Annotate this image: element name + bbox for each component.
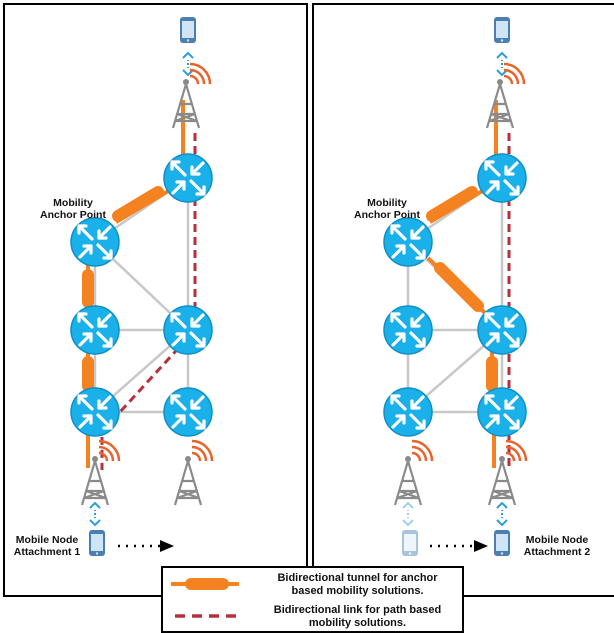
router-icon (382, 304, 434, 356)
router-icon (162, 386, 214, 438)
mobile-phone-icon (180, 17, 196, 43)
router-icon (162, 152, 214, 204)
cell-tower-icon (485, 62, 526, 130)
router-icon (476, 386, 528, 438)
router-icon (69, 304, 121, 356)
movement-arrow (430, 540, 488, 552)
right-tunnels (426, 100, 498, 468)
movement-arrow (118, 540, 174, 552)
network-diagram (69, 17, 528, 556)
cell-tower-icon (173, 439, 214, 507)
cell-tower-icon (171, 62, 212, 130)
scenario-path-panel (312, 3, 614, 597)
double-arrow-icon (89, 502, 101, 526)
router-icon (69, 216, 121, 268)
cell-tower-icon (393, 439, 434, 507)
legend-tunnel-text: Bidirectional tunnel for anchor based mo… (277, 572, 438, 597)
mobile-phone-icon (494, 530, 510, 556)
router-icon (476, 152, 528, 204)
mobile-phone-icon (89, 530, 105, 556)
anchor-label-left: Mobility Anchor Point (40, 197, 106, 221)
router-icon (476, 304, 528, 356)
double-arrow-icon (496, 502, 508, 526)
router-icon (69, 386, 121, 438)
double-arrow-icon (402, 502, 414, 526)
router-icon (382, 216, 434, 268)
router-icon (382, 386, 434, 438)
left-tunnels (82, 100, 185, 468)
legend-swatches (171, 578, 241, 618)
router-icon (162, 304, 214, 356)
legend: Bidirectional tunnel for anchor based mo… (161, 566, 464, 633)
mobile-phone-icon (402, 530, 418, 556)
mobile-node-label-right: Mobile Node Attachment 2 (523, 534, 591, 558)
mobile-phone-icon (494, 17, 510, 43)
anchor-label-right: Mobility Anchor Point (354, 197, 420, 221)
legend-path-text: Bidirectional link for path based mobili… (273, 604, 442, 629)
mobile-node-label-left: Mobile Node Attachment 1 (13, 534, 81, 558)
